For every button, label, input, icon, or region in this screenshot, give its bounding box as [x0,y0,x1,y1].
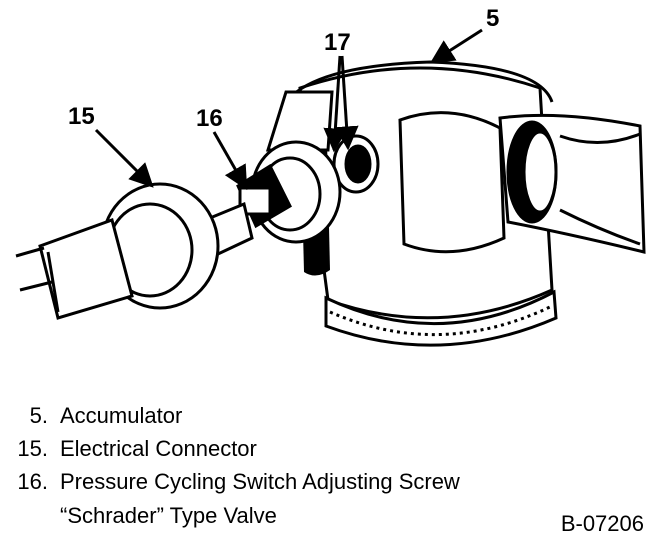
accumulator-diagram: 5 17 16 15 [15,5,646,347]
legend-item: 5. Accumulator [0,400,672,432]
legend-number: 15. [17,436,48,461]
callout-accumulator: 5 [486,5,499,32]
figure-code: B-07206 [560,511,644,536]
electrical-connector [15,218,134,320]
arrow-valve-b [334,55,359,151]
leader-arrows [94,28,483,191]
arrow-connector [94,128,154,188]
legend-item: 15. Electrical Connector [0,433,672,465]
legend-label: Pressure Cycling Switch Adjusting Screw [60,469,460,494]
legend-number: 5. [29,403,48,428]
callout-connector: 15 [68,103,95,130]
adjusting-screw [236,140,342,244]
legend-label: Electrical Connector [60,436,257,461]
legend: 5. Accumulator 15. Electrical Connector … [0,400,672,546]
callout-screw: 16 [196,105,223,132]
legend-number: 16. [17,469,48,494]
legend-label: “Schrader” Type Valve [60,503,277,528]
pressure-switch [100,182,254,310]
legend-label: Accumulator [60,403,183,428]
outlet-pipe [498,113,646,254]
legend-item: 16. Pressure Cycling Switch Adjusting Sc… [0,466,672,498]
arrow-screw [212,131,248,191]
callout-valve: 17 [324,29,351,56]
legend-item: “Schrader” Type Valve [0,500,672,532]
arrow-accumulator [429,28,483,64]
